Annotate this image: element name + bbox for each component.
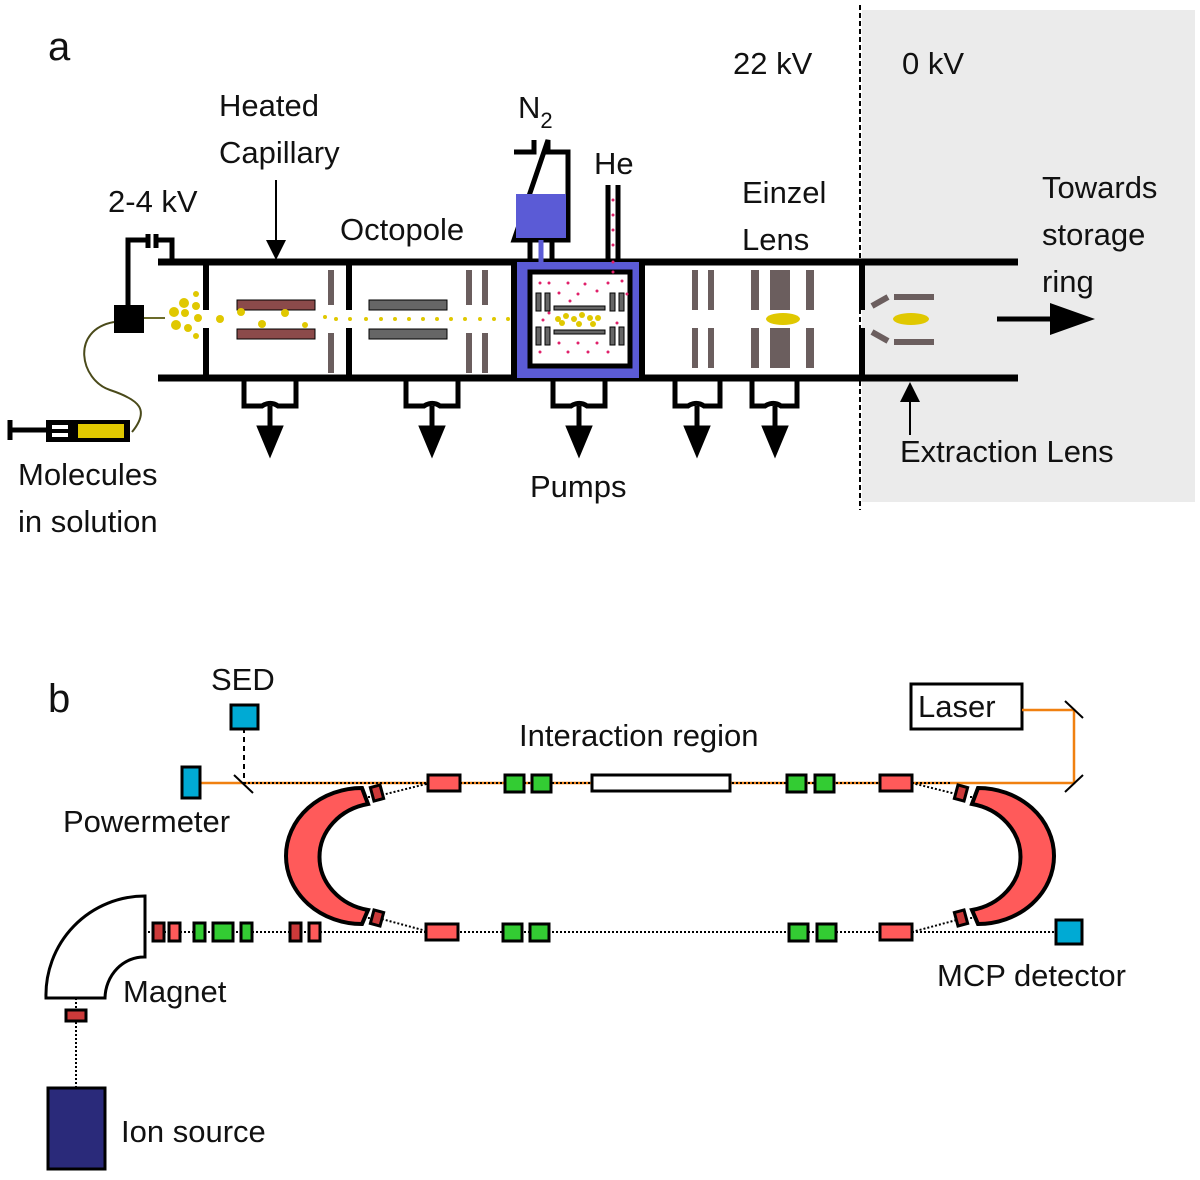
label-pumps: Pumps	[530, 469, 626, 504]
ion-beam	[216, 308, 510, 328]
label-lens: Lens	[742, 222, 809, 257]
pump-icon	[550, 378, 608, 459]
spray-droplets	[169, 291, 202, 339]
panel-label-b: b	[48, 677, 70, 721]
mirrors	[233, 700, 1084, 794]
label-interaction-region: Interaction region	[519, 718, 759, 753]
beamsplitter-icon	[233, 774, 254, 794]
mirror-icon	[1064, 774, 1084, 793]
pump-icon	[749, 378, 800, 459]
label-he: He	[594, 146, 634, 181]
towards-storage-arrow	[997, 303, 1095, 335]
syringe-icon	[7, 420, 130, 442]
panel-label-a: a	[48, 25, 71, 69]
quadrupoles	[501, 773, 838, 943]
pump-icon	[672, 378, 723, 459]
ion-trap-housing	[510, 139, 645, 378]
label-powermeter: Powermeter	[63, 804, 230, 839]
pump-icon	[403, 378, 461, 459]
heated-capillary	[236, 270, 334, 373]
ground-region	[862, 10, 1195, 502]
label-octopole: Octopole	[340, 212, 464, 247]
label-n2: N2	[518, 90, 553, 133]
trap-internals	[535, 198, 629, 354]
label-storage: storage	[1042, 217, 1145, 252]
label-magnet: Magnet	[123, 974, 227, 1009]
interaction-region	[590, 773, 732, 793]
label-sed: SED	[211, 662, 275, 697]
label-laser: Laser	[918, 689, 996, 724]
transfer-lenses	[692, 270, 714, 368]
injection-line	[64, 921, 322, 1023]
label-towards: Towards	[1042, 170, 1157, 205]
panel-a: a 22 kV 0 kV Heated Capillary 2-4 kV Oct…	[7, 5, 1195, 539]
octopole	[368, 270, 488, 373]
ion-source-block	[46, 1086, 107, 1171]
label-heated: Heated	[219, 88, 319, 123]
sed-detector	[229, 703, 260, 731]
label-voltage-source: 2-4 kV	[108, 184, 198, 219]
label-einzel: Einzel	[742, 175, 826, 210]
deflectors	[368, 783, 970, 928]
label-ring: ring	[1042, 264, 1094, 299]
label-extraction-lens: Extraction Lens	[900, 434, 1114, 469]
electrospray-needle	[83, 234, 175, 433]
chamber-dividers	[203, 262, 865, 378]
dipole-magnet-left	[284, 785, 371, 927]
laser: Laser	[909, 682, 1024, 731]
pumps	[241, 378, 800, 459]
mirror-icon	[1064, 700, 1084, 719]
label-ion-source: Ion source	[121, 1114, 266, 1149]
pump-icon	[241, 378, 299, 459]
label-in-solution: in solution	[18, 504, 158, 539]
bending-magnet	[44, 894, 147, 1000]
powermeter-detector	[180, 765, 202, 800]
einzel-lens	[751, 270, 814, 368]
label-capillary: Capillary	[219, 135, 340, 170]
label-22kv: 22 kV	[733, 46, 813, 81]
mcp-detector	[1054, 918, 1084, 946]
label-0kv: 0 kV	[902, 46, 964, 81]
extraction-lens	[870, 294, 934, 345]
label-mcp-detector: MCP detector	[937, 958, 1126, 993]
label-molecules: Molecules	[18, 457, 158, 492]
panel-b: b SED Interaction region Powermeter Magn…	[44, 662, 1126, 1171]
deflector-plates	[424, 773, 914, 942]
dipole-magnet-right	[969, 785, 1056, 927]
